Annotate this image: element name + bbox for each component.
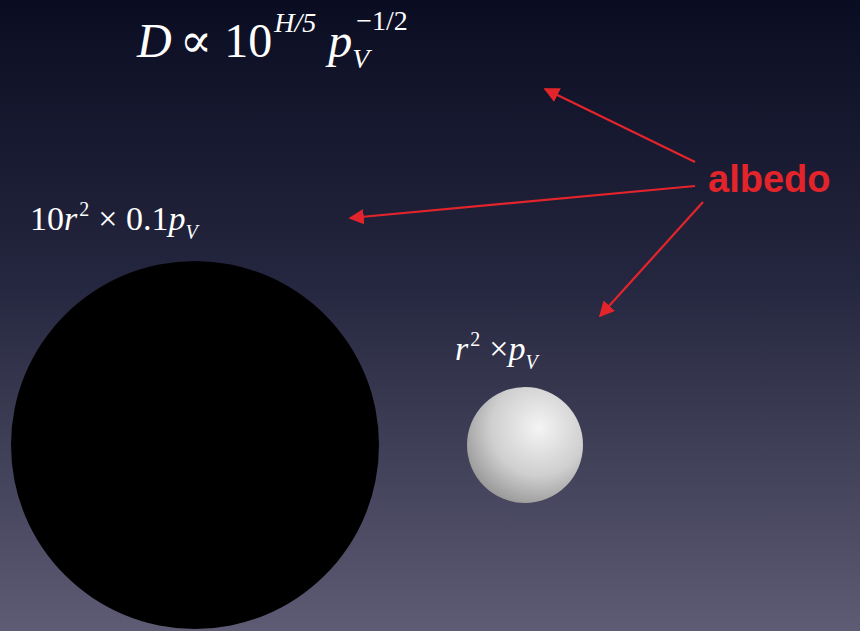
formula-symbol: p <box>328 17 352 65</box>
formula-exponent: −1/2 <box>356 7 408 35</box>
formula-subscript: V <box>525 352 537 372</box>
dark-asteroid <box>11 261 379 629</box>
formula-symbol: p <box>508 332 525 366</box>
leader-arrow <box>600 202 703 316</box>
leader-arrow <box>545 89 695 162</box>
formula-symbol: r <box>64 202 77 236</box>
formula-symbol: r <box>455 332 468 366</box>
formula-number: × <box>489 332 508 366</box>
formula-exponent: 2 <box>470 329 480 349</box>
bright-asteroid <box>467 387 583 503</box>
formula-exponent: 2 <box>79 199 89 219</box>
formula-symbol: ∝ 10 <box>180 17 272 65</box>
formula-exponent: H/5 <box>274 9 316 37</box>
formula-number: 10 <box>30 202 64 236</box>
albedo-label: albedo <box>708 160 830 198</box>
formula-symbol: D <box>137 17 172 65</box>
formula-subscript: V <box>352 45 369 73</box>
formula-symbol: p <box>168 202 185 236</box>
formula-number: × 0.1 <box>98 202 168 236</box>
formula-subscript: V <box>185 222 197 242</box>
leader-arrow <box>350 186 695 218</box>
